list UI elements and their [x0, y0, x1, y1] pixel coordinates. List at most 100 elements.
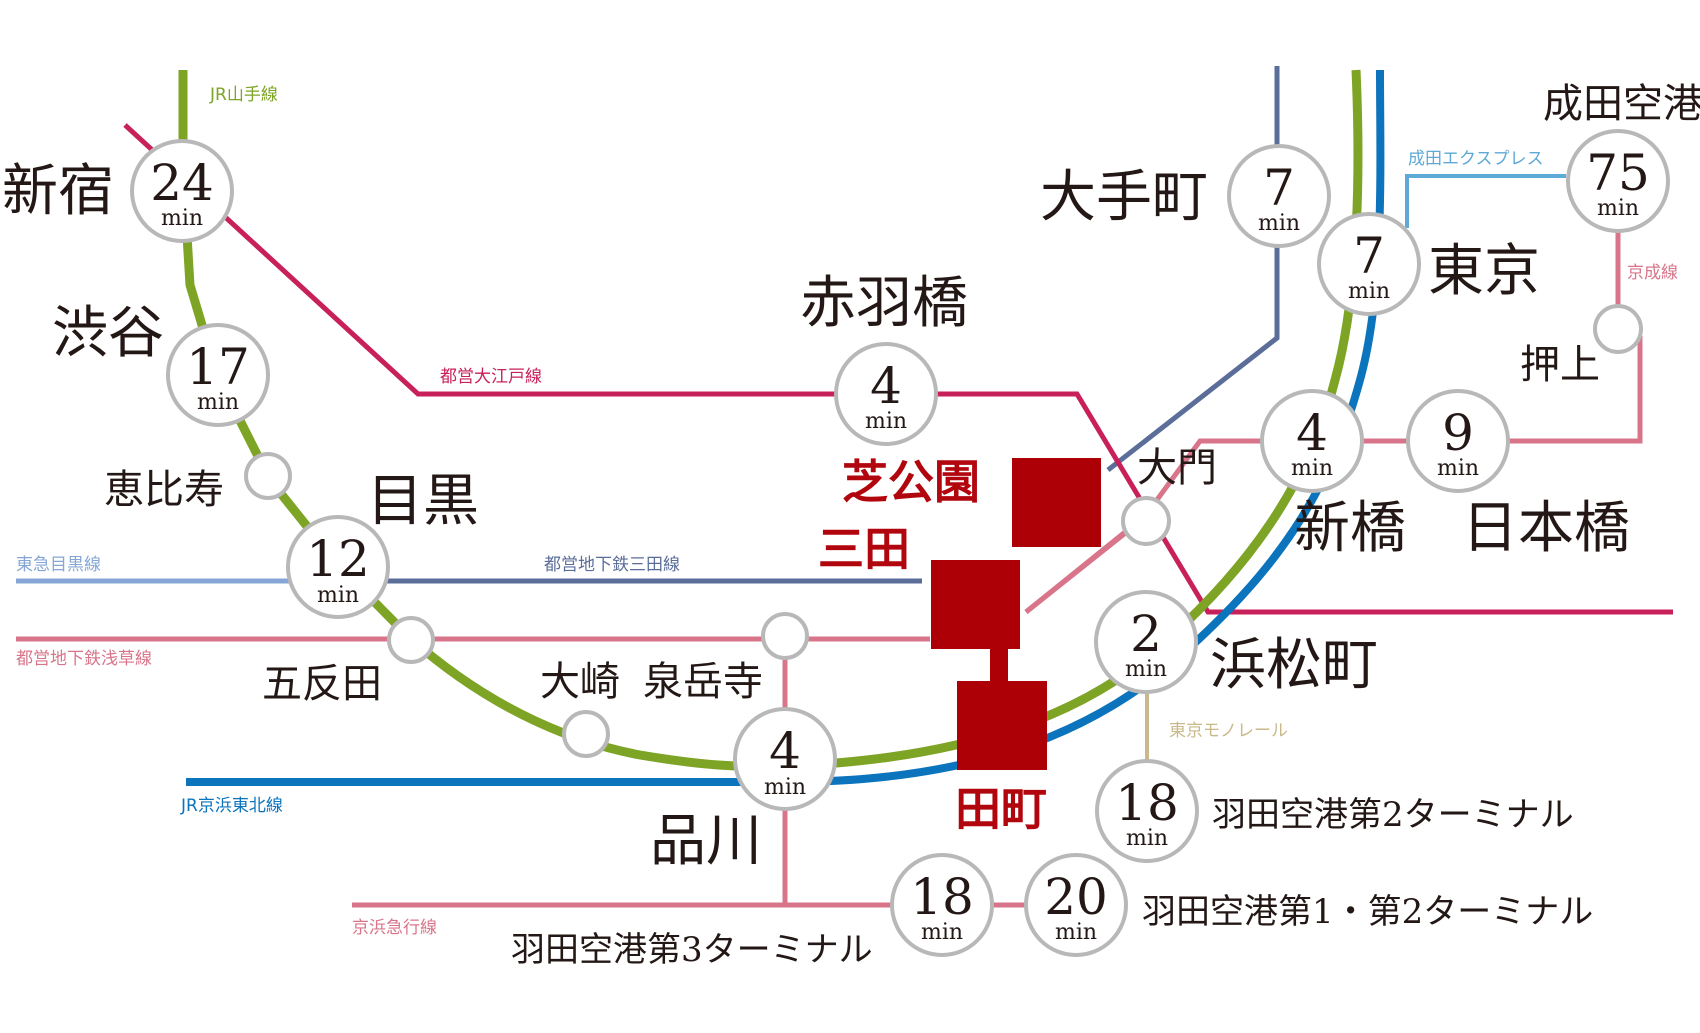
nihombashi-min-unit: min	[1437, 456, 1479, 481]
haneda-t3-name: 羽田空港第3ターミナル	[511, 930, 873, 970]
shimbashi-min-unit: min	[1291, 456, 1333, 481]
oedo-line	[123, 123, 1673, 615]
akabanebashi-minutes: 4	[870, 357, 902, 415]
ebisu-name: 恵比寿	[104, 467, 224, 513]
haneda-t3-circle[interactable]	[890, 853, 994, 957]
gotanda-node[interactable]	[387, 616, 435, 664]
nihombashi-name: 日本橋	[1462, 496, 1630, 561]
narita-min-unit: min	[1597, 196, 1639, 221]
station-shinagawa[interactable]: 4 min	[733, 707, 837, 811]
otemachi-line	[1106, 66, 1280, 472]
oshiage-node[interactable]	[1593, 304, 1643, 354]
shimbashi-name: 新橋	[1294, 496, 1406, 561]
station-akabanebashi[interactable]: 4 min	[834, 342, 938, 446]
mita-marker	[931, 560, 1020, 649]
shibakoen-marker	[1012, 458, 1101, 547]
shinagawa-circle[interactable]	[733, 707, 837, 811]
otemachi-min-unit: min	[1258, 211, 1300, 236]
daimon-name: 大門	[1137, 445, 1217, 491]
station-tokyo[interactable]: 7 min	[1317, 212, 1421, 316]
keikyu-label: 京浜急行線	[352, 918, 437, 938]
hamamatsucho-circle[interactable]	[1094, 590, 1198, 694]
station-meguro[interactable]: 12 min	[286, 515, 390, 619]
haneda-t2-monorail-min-unit: min	[1126, 826, 1168, 851]
shinjuku-min-unit: min	[161, 206, 203, 231]
otemachi-circle[interactable]	[1227, 144, 1331, 248]
hamamatsucho-name: 浜松町	[1210, 633, 1378, 698]
asakusa-label: 都営地下鉄浅草線	[16, 649, 152, 669]
narita-express-line	[1405, 174, 1566, 228]
shinjuku-circle[interactable]	[130, 139, 234, 243]
shibuya-minutes: 17	[186, 338, 250, 396]
osaki-name: 大崎	[540, 659, 620, 705]
narita-minutes: 75	[1586, 144, 1650, 202]
nihombashi-circle[interactable]	[1406, 389, 1510, 493]
akabanebashi-name: 赤羽橋	[800, 271, 968, 336]
haneda-t3-minutes: 18	[910, 868, 974, 926]
tokyo-circle[interactable]	[1317, 212, 1421, 316]
oedo-label: 都営大江戸線	[440, 367, 542, 387]
station-shinjuku[interactable]: 24 min	[130, 139, 234, 243]
station-haneda-t12[interactable]: 20 min	[1024, 853, 1128, 957]
meguro-name: 目黒	[367, 469, 479, 534]
haneda-t2-monorail-name: 羽田空港第2ターミナル	[1212, 795, 1574, 835]
shimbashi-circle[interactable]	[1260, 389, 1364, 493]
home-station-markers	[931, 458, 1142, 770]
narita-name: 成田空港	[1543, 81, 1700, 127]
osaki-node[interactable]	[562, 710, 610, 758]
mita-to-daimon-connector	[1024, 518, 1142, 614]
ebisu-node[interactable]	[244, 452, 292, 500]
yamanote-label: JR山手線	[209, 85, 278, 105]
narita-express-label: 成田エクスプレス	[1408, 149, 1544, 169]
keihin-tohoku-label: JR京浜東北線	[180, 796, 283, 816]
haneda-t12-minutes: 20	[1044, 868, 1108, 926]
tokyo-minutes: 7	[1353, 227, 1385, 285]
shinagawa-minutes: 4	[769, 722, 801, 780]
oshiage-name: 押上	[1520, 342, 1600, 388]
station-haneda-t2-monorail[interactable]: 18 min	[1095, 759, 1199, 863]
haneda-t2-monorail-circle[interactable]	[1095, 759, 1199, 863]
shimbashi-minutes: 4	[1296, 404, 1328, 462]
shibuya-min-unit: min	[197, 390, 239, 415]
station-shimbashi[interactable]: 4 min	[1260, 389, 1364, 493]
tokyu-meguro-label: 東急目黒線	[16, 555, 101, 575]
sengakuji-node[interactable]	[761, 612, 809, 660]
meguro-circle[interactable]	[286, 515, 390, 619]
sengakuji-name: 泉岳寺	[643, 659, 763, 705]
shinjuku-minutes: 24	[150, 154, 214, 212]
monorail-label: 東京モノレール	[1169, 721, 1288, 741]
keisei-label: 京成線	[1627, 263, 1678, 283]
station-narita[interactable]: 75 min	[1566, 129, 1670, 233]
station-shibuya[interactable]: 17 min	[166, 323, 270, 427]
daimon-node[interactable]	[1121, 496, 1171, 546]
shinagawa-name: 品川	[650, 809, 762, 874]
station-hamamatsucho[interactable]: 2 min	[1094, 590, 1198, 694]
otemachi-name: 大手町	[1040, 165, 1208, 230]
haneda-t12-name: 羽田空港第1・第2ターミナル	[1142, 892, 1593, 932]
hamamatsucho-minutes: 2	[1130, 605, 1162, 663]
station-otemachi[interactable]: 7 min	[1227, 144, 1331, 248]
meguro-min-unit: min	[317, 583, 359, 608]
akabanebashi-circle[interactable]	[834, 342, 938, 446]
haneda-t12-min-unit: min	[1055, 920, 1097, 945]
narita-circle[interactable]	[1566, 129, 1670, 233]
haneda-t12-circle[interactable]	[1024, 853, 1128, 957]
hamamatsucho-min-unit: min	[1125, 657, 1167, 682]
tokyo-name: 東京	[1428, 239, 1540, 304]
station-haneda-t3[interactable]: 18 min	[890, 853, 994, 957]
akabanebashi-min-unit: min	[865, 409, 907, 434]
meguro-minutes: 12	[306, 530, 370, 588]
haneda-t3-min-unit: min	[921, 920, 963, 945]
shinagawa-min-unit: min	[764, 775, 806, 800]
nihombashi-minutes: 9	[1442, 404, 1474, 462]
tokyo-min-unit: min	[1348, 279, 1390, 304]
tamachi-marker	[957, 681, 1047, 770]
shibuya-circle[interactable]	[166, 323, 270, 427]
station-nihombashi[interactable]: 9 min	[1406, 389, 1510, 493]
mita-label-home: 三田	[818, 522, 910, 576]
home-connector	[990, 645, 1008, 683]
gotanda-name: 五反田	[262, 661, 382, 707]
shibuya-name: 渋谷	[52, 301, 164, 366]
otemachi-minutes: 7	[1263, 159, 1295, 217]
